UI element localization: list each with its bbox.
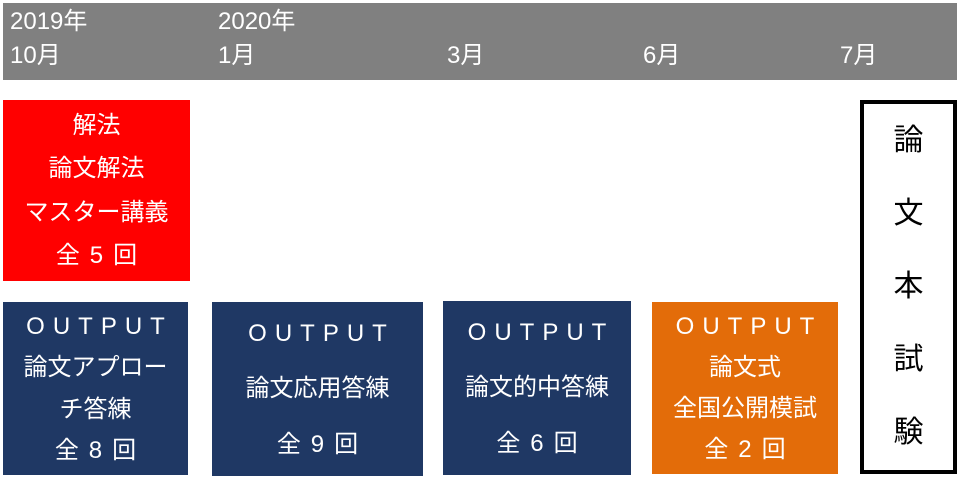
- box-session-count: 全8回: [54, 436, 147, 464]
- exam-char: 試: [893, 343, 924, 377]
- box-line: 論文応用答練: [245, 375, 390, 403]
- box-line: マスター講義: [24, 198, 169, 226]
- exam-char: 文: [893, 196, 924, 230]
- box-session-count: 全6回: [496, 429, 588, 457]
- box-line: 論文式: [709, 353, 781, 381]
- box-heading: OUTPUT: [248, 320, 395, 348]
- box-line: 論文的中答練: [465, 374, 609, 402]
- timeline-year-label: [447, 5, 484, 39]
- box-session-count: 全2回: [704, 435, 796, 463]
- course-box-national-mock-exam: OUTPUT 論文式 全国公開模試 全2回: [652, 302, 838, 474]
- timeline-year-label: 2020年: [218, 8, 296, 35]
- course-box-oyo-touren: OUTPUT 論文応用答練 全9回: [212, 302, 423, 476]
- course-box-approach-touren: OUTPUT 論文アプロー チ答練 全8回: [3, 302, 188, 475]
- box-line: 全国公開模試: [673, 394, 817, 422]
- timeline-point-2020-01: 2020年 1月: [218, 5, 295, 73]
- timeline-point-2020-07: 7月: [840, 5, 877, 73]
- timeline-year-label: [840, 5, 877, 39]
- exam-char: 本: [893, 269, 924, 303]
- timeline-point-2019-10: 2019年 10月: [10, 5, 87, 73]
- box-heading: OUTPUT: [467, 319, 615, 347]
- course-box-kaiho-master-lecture: 解法 論文解法 マスター講義 全5回: [3, 100, 190, 281]
- timeline-month-label: 1月: [218, 42, 256, 69]
- box-line: 論文解法: [48, 155, 145, 183]
- timeline-month-label: 3月: [447, 42, 485, 69]
- timeline-month-label: 7月: [840, 42, 878, 69]
- course-box-tekichu-touren: OUTPUT 論文的中答練 全6回: [443, 301, 631, 475]
- box-heading: OUTPUT: [26, 313, 173, 341]
- final-exam-box: 論 文 本 試 験: [860, 100, 957, 474]
- box-heading: 解法: [72, 112, 121, 140]
- box-session-count: 全9回: [276, 430, 369, 458]
- timeline-bar: 2019年 10月 2020年 1月 3月 6月 7月: [3, 3, 957, 80]
- timeline-point-2020-03: 3月: [447, 5, 484, 73]
- box-line: 論文アプロー: [23, 354, 168, 382]
- timeline-year-label: 2019年: [10, 8, 88, 35]
- box-session-count: 全5回: [55, 241, 148, 269]
- timeline-year-label: [643, 5, 680, 39]
- timeline-point-2020-06: 6月: [643, 5, 680, 73]
- timeline-month-label: 10月: [10, 42, 61, 69]
- box-heading: OUTPUT: [675, 312, 823, 340]
- box-line: チ答練: [59, 395, 132, 423]
- exam-char: 論: [893, 123, 924, 157]
- timeline-month-label: 6月: [643, 42, 681, 69]
- exam-char: 験: [893, 416, 924, 450]
